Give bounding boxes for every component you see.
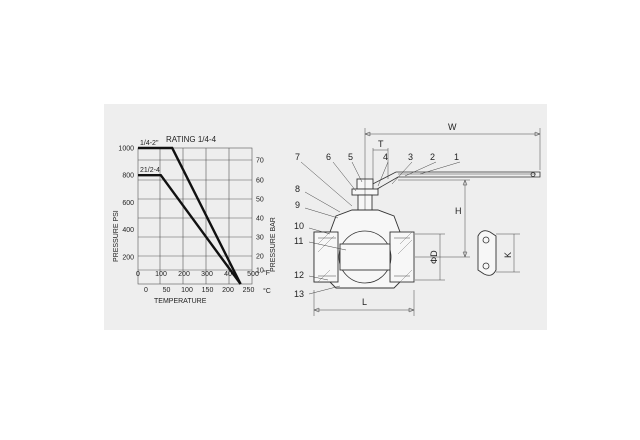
dimension-lines bbox=[313, 128, 541, 316]
psi-tick-800: 800 bbox=[122, 173, 134, 180]
psi-tick-1000: 1000 bbox=[118, 146, 134, 153]
part-number-10: 10 bbox=[294, 221, 304, 231]
valve-handle bbox=[364, 171, 541, 193]
part-number-2: 2 bbox=[430, 152, 435, 162]
part-number-1: 1 bbox=[454, 152, 459, 162]
fahrenheit-tick-200: 200 bbox=[178, 271, 190, 278]
part-number-3: 3 bbox=[408, 152, 413, 162]
part-number-5: 5 bbox=[348, 152, 353, 162]
bar-tick-labels: 70 60 50 40 30 20 10 bbox=[256, 158, 264, 275]
dimension-h-label: H bbox=[455, 206, 462, 216]
celsius-tick-50: 50 bbox=[163, 287, 171, 294]
drawing-panel bbox=[104, 104, 547, 330]
rating-curve-label-1: 1/4-2" bbox=[140, 140, 159, 147]
bar-tick-50: 50 bbox=[256, 197, 264, 204]
part-number-13: 13 bbox=[294, 289, 304, 299]
part-number-4: 4 bbox=[383, 152, 388, 162]
celsius-unit-label: °C bbox=[263, 287, 271, 295]
fahrenheit-tick-labels: 0 100 200 300 400 500 bbox=[136, 271, 259, 278]
fahrenheit-unit-label: °F bbox=[263, 269, 270, 277]
dimension-t-label: T bbox=[378, 139, 384, 149]
celsius-tick-250: 250 bbox=[243, 287, 255, 294]
bar-tick-60: 60 bbox=[256, 178, 264, 185]
mounting-pad-detail: K bbox=[477, 230, 520, 276]
bar-tick-70: 70 bbox=[256, 158, 264, 165]
bar-axis-label: PRESSURE BAR bbox=[270, 217, 277, 272]
psi-tick-600: 600 bbox=[122, 200, 134, 207]
celsius-tick-0: 0 bbox=[144, 287, 148, 294]
pressure-temperature-chart: RATING 1/4-4 PRESSURE PSI PRESSURE BAR T… bbox=[113, 135, 277, 305]
chart-title: RATING 1/4-4 bbox=[166, 135, 217, 144]
part-number-7: 7 bbox=[295, 152, 300, 162]
fahrenheit-tick-100: 100 bbox=[155, 271, 167, 278]
dimension-d-label: ΦD bbox=[429, 250, 439, 264]
bar-tick-30: 30 bbox=[256, 235, 264, 242]
part-number-9: 9 bbox=[295, 200, 300, 210]
psi-tick-400: 400 bbox=[122, 227, 134, 234]
psi-tick-labels: 1000 800 600 400 200 bbox=[118, 146, 134, 262]
dimension-k-label: K bbox=[503, 252, 513, 258]
part-leaders bbox=[300, 161, 461, 295]
bar-tick-10: 10 bbox=[256, 268, 264, 275]
celsius-tick-200: 200 bbox=[222, 287, 234, 294]
dimension-w-label: W bbox=[448, 122, 457, 132]
celsius-tick-labels: 0 50 100 150 200 250 bbox=[144, 287, 254, 294]
psi-axis-label: PRESSURE PSI bbox=[113, 210, 120, 262]
part-number-11: 11 bbox=[294, 236, 303, 246]
celsius-tick-150: 150 bbox=[202, 287, 214, 294]
temperature-axis-label: TEMPERATURE bbox=[154, 298, 207, 305]
fahrenheit-tick-500: 500 bbox=[247, 271, 259, 278]
psi-tick-200: 200 bbox=[122, 254, 134, 261]
part-number-12: 12 bbox=[294, 270, 304, 280]
fahrenheit-tick-0: 0 bbox=[136, 271, 140, 278]
rating-curve-label-2: 21/2-4 bbox=[140, 167, 160, 174]
celsius-tick-100: 100 bbox=[181, 287, 193, 294]
bar-tick-40: 40 bbox=[256, 216, 264, 223]
fahrenheit-tick-400: 400 bbox=[224, 271, 236, 278]
part-number-8: 8 bbox=[295, 184, 300, 194]
dimension-l-label: L bbox=[362, 297, 367, 307]
part-number-6: 6 bbox=[326, 152, 331, 162]
rating-curves: 1/4-2" 21/2-4 bbox=[138, 140, 242, 285]
valve-body bbox=[313, 209, 415, 289]
rating-curve-2 bbox=[138, 173, 242, 285]
bar-tick-20: 20 bbox=[256, 254, 264, 261]
rating-curve-1 bbox=[138, 146, 242, 285]
ball-valve-section: 1 2 3 4 5 6 7 8 9 10 11 12 13 bbox=[294, 122, 541, 316]
fahrenheit-tick-300: 300 bbox=[201, 271, 213, 278]
